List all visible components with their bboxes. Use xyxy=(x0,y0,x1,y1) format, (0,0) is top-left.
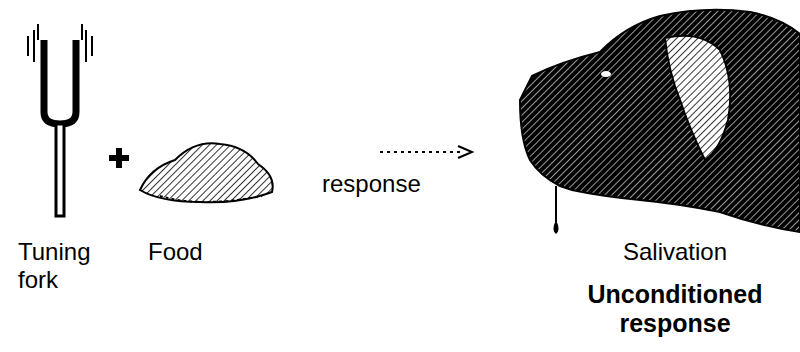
stimulus-label: Food xyxy=(148,238,258,266)
response-label: Salivation xyxy=(580,238,770,266)
tuning-fork-icon xyxy=(28,24,92,216)
food-pile xyxy=(140,143,273,202)
dotted-arrow xyxy=(380,146,472,158)
arrow-label: response xyxy=(322,170,462,198)
stimulus-label: Tuning fork xyxy=(18,238,108,293)
dog-head xyxy=(520,10,800,234)
response-type-label: Unconditioned response xyxy=(555,280,795,338)
plus-sign xyxy=(109,148,129,168)
